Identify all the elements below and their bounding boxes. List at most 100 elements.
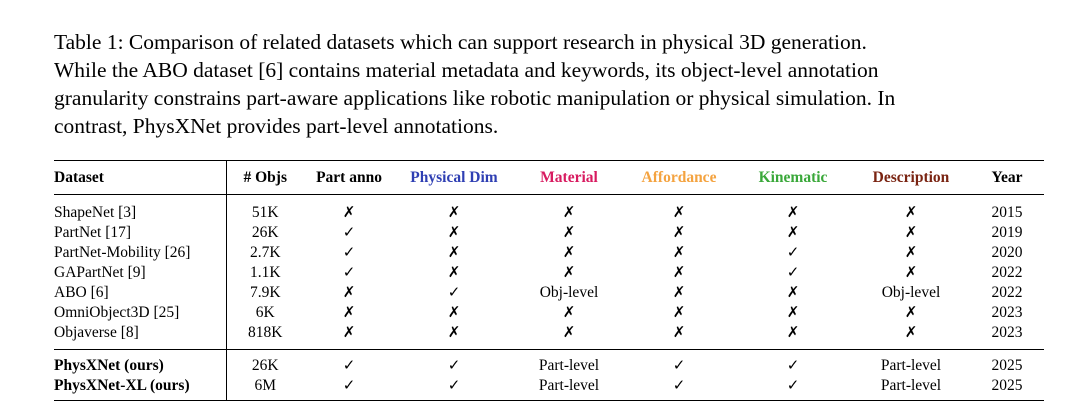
check-mark-icon: ✓ bbox=[394, 376, 514, 401]
table-cell: Part-level bbox=[514, 349, 624, 376]
dataset-name-cell: Objaverse [8] bbox=[54, 323, 227, 350]
check-mark-icon: ✓ bbox=[624, 376, 734, 401]
table-row-ours: PhysXNet-XL (ours)6M✓✓Part-level✓✓Part-l… bbox=[54, 376, 1044, 401]
cross-mark-icon: ✗ bbox=[562, 265, 576, 281]
cross-mark-icon: ✗ bbox=[904, 225, 918, 241]
check-mark-icon: ✓ bbox=[342, 265, 356, 281]
check-mark-icon: ✓ bbox=[786, 265, 800, 281]
dataset-name-cell: PhysXNet-XL (ours) bbox=[54, 376, 227, 401]
cross-mark-icon: ✗ bbox=[786, 225, 800, 241]
cross-mark-icon: ✗ bbox=[562, 245, 576, 261]
cross-mark-icon: ✗ bbox=[786, 305, 800, 321]
table-cell: 2023 bbox=[991, 304, 1023, 321]
table-cell: 2022 bbox=[991, 284, 1023, 301]
cross-mark-icon: ✗ bbox=[562, 305, 576, 321]
table-caption: Table 1: Comparison of related datasets … bbox=[54, 28, 1054, 140]
caption-line: Table 1: Comparison of related datasets … bbox=[54, 30, 867, 54]
cross-mark-icon: ✗ bbox=[904, 325, 918, 341]
cross-mark-icon: ✗ bbox=[672, 205, 686, 221]
table-cell: Obj-level bbox=[539, 284, 599, 301]
table-cell: Part-level bbox=[514, 376, 624, 401]
cross-mark-icon: ✗ bbox=[447, 305, 461, 321]
table-cell: Part-level bbox=[852, 376, 970, 401]
check-mark-icon: ✓ bbox=[394, 349, 514, 376]
column-header: Description bbox=[852, 160, 970, 195]
table-row: Objaverse [8]818K✗✗✗✗✗✗2023 bbox=[54, 323, 1044, 350]
table-cell: 51K bbox=[251, 204, 279, 221]
column-header: Kinematic bbox=[734, 160, 852, 195]
table-row: PartNet-Mobility [26]2.7K✓✗✗✗✓✗2020 bbox=[54, 243, 1044, 263]
check-mark-icon: ✓ bbox=[304, 376, 394, 401]
table-row: GAPartNet [9]1.1K✓✗✗✗✓✗2022 bbox=[54, 263, 1044, 283]
dataset-name-cell: ShapeNet [3] bbox=[54, 194, 227, 223]
cross-mark-icon: ✗ bbox=[672, 245, 686, 261]
cross-mark-icon: ✗ bbox=[447, 245, 461, 261]
table-cell: 2.7K bbox=[249, 244, 281, 261]
table-cell: Part-level bbox=[852, 349, 970, 376]
column-header: Physical Dim bbox=[394, 160, 514, 195]
cross-mark-icon: ✗ bbox=[786, 325, 800, 341]
table-cell: 26K bbox=[226, 349, 304, 376]
dataset-name-cell: GAPartNet [9] bbox=[54, 263, 227, 283]
cross-mark-icon: ✗ bbox=[672, 225, 686, 241]
column-header: Year bbox=[970, 160, 1044, 195]
cross-mark-icon: ✗ bbox=[342, 205, 356, 221]
cross-mark-icon: ✗ bbox=[672, 325, 686, 341]
table-cell: 2019 bbox=[991, 224, 1023, 241]
table-row: OmniObject3D [25] 6K ✗ ✗ ✗ ✗ ✗ ✗ 2023 bbox=[54, 303, 1044, 323]
cross-mark-icon: ✗ bbox=[672, 265, 686, 281]
check-mark-icon: ✓ bbox=[734, 376, 852, 401]
table-cell: 26K bbox=[251, 224, 279, 241]
cross-mark-icon: ✗ bbox=[562, 205, 576, 221]
cross-mark-icon: ✗ bbox=[447, 225, 461, 241]
table-cell: 6M bbox=[226, 376, 304, 401]
check-mark-icon: ✓ bbox=[734, 349, 852, 376]
cross-mark-icon: ✗ bbox=[786, 205, 800, 221]
column-header: Affordance bbox=[624, 160, 734, 195]
table-cell: Obj-level bbox=[881, 284, 941, 301]
cross-mark-icon: ✗ bbox=[904, 245, 918, 261]
table-row-ours: PhysXNet (ours)26K✓✓Part-level✓✓Part-lev… bbox=[54, 349, 1044, 376]
table-cell: 2025 bbox=[970, 349, 1044, 376]
cross-mark-icon: ✗ bbox=[447, 265, 461, 281]
table-body-ours: PhysXNet (ours)26K✓✓Part-level✓✓Part-lev… bbox=[54, 349, 1044, 401]
dataset-name-cell: OmniObject3D [25] bbox=[54, 303, 227, 323]
check-mark-icon: ✓ bbox=[342, 245, 356, 261]
table-row: ShapeNet [3]51K✗✗✗✗✗✗2015 bbox=[54, 194, 1044, 223]
cross-mark-icon: ✗ bbox=[672, 285, 686, 301]
table-cell: 2020 bbox=[991, 244, 1023, 261]
cross-mark-icon: ✗ bbox=[904, 205, 918, 221]
check-mark-icon: ✓ bbox=[447, 285, 461, 301]
column-header: Material bbox=[514, 160, 624, 195]
caption-line: granularity constrains part-aware applic… bbox=[54, 86, 896, 110]
check-mark-icon: ✓ bbox=[342, 225, 356, 241]
caption-line: While the ABO dataset [6] contains mater… bbox=[54, 58, 879, 82]
table-cell: 2015 bbox=[991, 204, 1023, 221]
caption-line: contrast, PhysXNet provides part-level a… bbox=[54, 114, 499, 138]
cross-mark-icon: ✗ bbox=[562, 325, 576, 341]
table-cell: 2022 bbox=[991, 264, 1023, 281]
dataset-name-cell: PhysXNet (ours) bbox=[54, 349, 227, 376]
check-mark-icon: ✓ bbox=[624, 349, 734, 376]
table-cell: 7.9K bbox=[249, 284, 281, 301]
cross-mark-icon: ✗ bbox=[342, 305, 356, 321]
cross-mark-icon: ✗ bbox=[904, 305, 918, 321]
cross-mark-icon: ✗ bbox=[342, 325, 356, 341]
cross-mark-icon: ✗ bbox=[447, 325, 461, 341]
table-cell: 1.1K bbox=[249, 264, 281, 281]
dataset-name-cell: ABO [6] bbox=[54, 283, 227, 303]
cross-mark-icon: ✗ bbox=[562, 225, 576, 241]
cross-mark-icon: ✗ bbox=[786, 285, 800, 301]
table-cell: 6K bbox=[255, 304, 275, 321]
table-cell: 818K bbox=[248, 324, 283, 341]
check-mark-icon: ✓ bbox=[786, 245, 800, 261]
dataset-name-cell: PartNet [17] bbox=[54, 223, 227, 243]
cross-mark-icon: ✗ bbox=[672, 305, 686, 321]
check-mark-icon: ✓ bbox=[304, 349, 394, 376]
column-header: Dataset bbox=[54, 160, 227, 195]
table-row: PartNet [17] 26K ✓ ✗ ✗ ✗ ✗ ✗ 2019 bbox=[54, 223, 1044, 243]
